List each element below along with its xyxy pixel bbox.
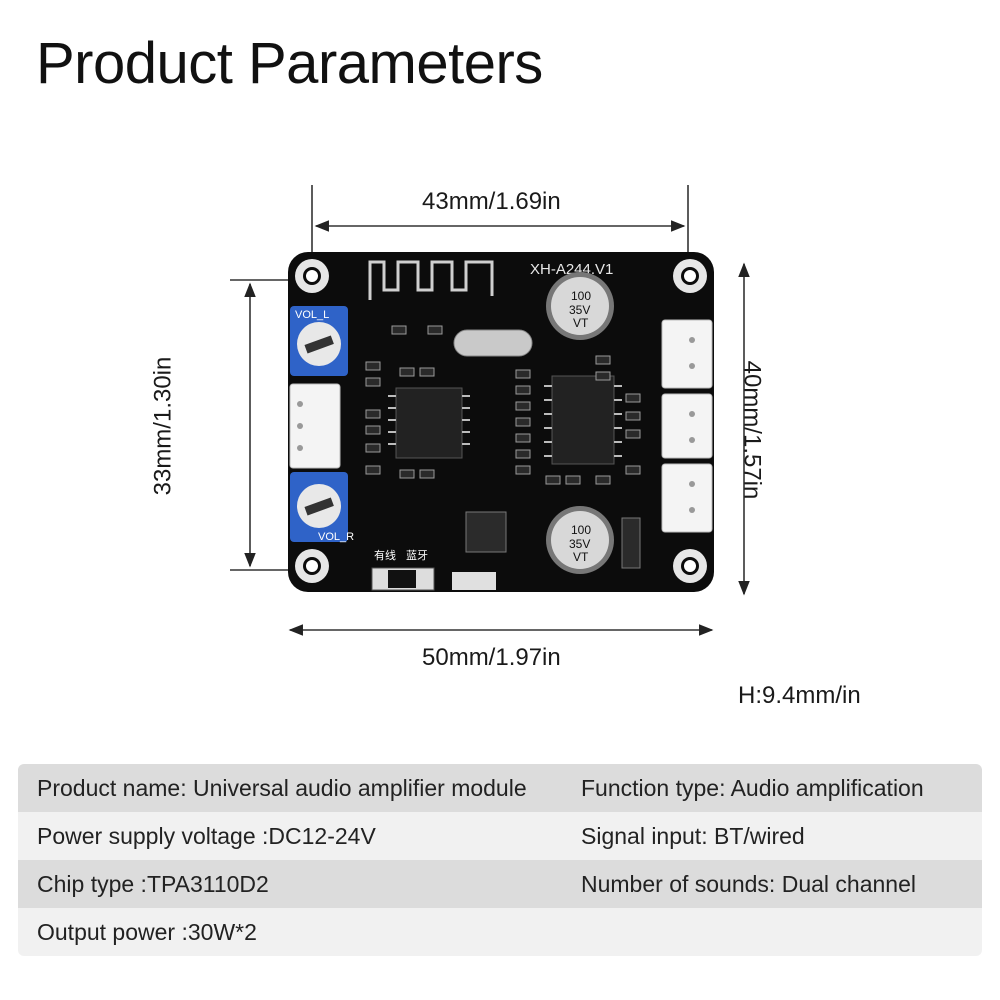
thickness-label: H:9.4mm/in	[738, 682, 861, 709]
svg-text:VT: VT	[573, 316, 589, 330]
mode-bt-label: 蓝牙	[406, 549, 428, 562]
volume-pot-right	[290, 472, 348, 542]
spec-row: Power supply voltage :DC12-24V Signal in…	[18, 812, 982, 860]
svg-text:VT: VT	[573, 550, 589, 564]
page-title: Product Parameters	[36, 31, 543, 96]
capacitor-top	[546, 272, 614, 340]
spec-supply-voltage: Power supply voltage :DC12-24V	[37, 822, 376, 849]
mounting-holes	[295, 259, 707, 583]
dimension-lines	[230, 185, 750, 636]
crystal	[453, 329, 533, 357]
vol-right-label: VOL_R	[318, 531, 354, 543]
spec-signal-input: Signal input: BT/wired	[581, 822, 805, 849]
led-pad	[452, 572, 496, 590]
spec-row: Chip type :TPA3110D2 Number of sounds: D…	[18, 860, 982, 908]
vol-left-label: VOL_L	[295, 309, 329, 321]
left-height-label: 33mm/1.30in	[149, 356, 177, 496]
bt-chip	[395, 387, 463, 459]
spec-row: Product name: Universal audio amplifier …	[18, 764, 982, 812]
power-connector	[661, 393, 713, 459]
capacitor-bottom	[546, 506, 614, 574]
amplifier-chip	[551, 375, 615, 465]
right-height-label: 40mm/1.57in	[738, 360, 766, 500]
smd-components	[365, 325, 641, 485]
spec-function-type: Function type: Audio amplification	[581, 774, 924, 801]
diode	[621, 517, 641, 569]
spec-table: Product name: Universal audio amplifier …	[18, 764, 982, 956]
volume-pot-left	[290, 306, 348, 376]
pcb-board: XH-A244.V1 VOL_L VOL_R	[288, 252, 714, 592]
spec-output-power: Output power :30W*2	[37, 918, 257, 945]
svg-text:100: 100	[571, 289, 591, 303]
spec-row: Output power :30W*2	[18, 908, 982, 956]
out-left-connector	[661, 319, 713, 389]
svg-text:35V: 35V	[569, 537, 590, 551]
antenna-trace	[368, 260, 494, 300]
spec-chip-type: Chip type :TPA3110D2	[37, 870, 269, 897]
top-width-label: 43mm/1.69in	[422, 188, 561, 215]
spec-product-name: Product name: Universal audio amplifier …	[37, 774, 527, 801]
model-label: XH-A244.V1	[530, 261, 613, 278]
regulator	[465, 511, 507, 553]
out-right-connector	[661, 463, 713, 533]
spec-number-of-sounds: Number of sounds: Dual channel	[581, 870, 916, 897]
bottom-width-label: 50mm/1.97in	[422, 644, 561, 671]
svg-text:35V: 35V	[569, 303, 590, 317]
svg-text:100: 100	[571, 523, 591, 537]
mode-wired-label: 有线	[374, 548, 396, 562]
board-figure: XH-A244.V1 VOL_L VOL_R	[230, 185, 750, 636]
